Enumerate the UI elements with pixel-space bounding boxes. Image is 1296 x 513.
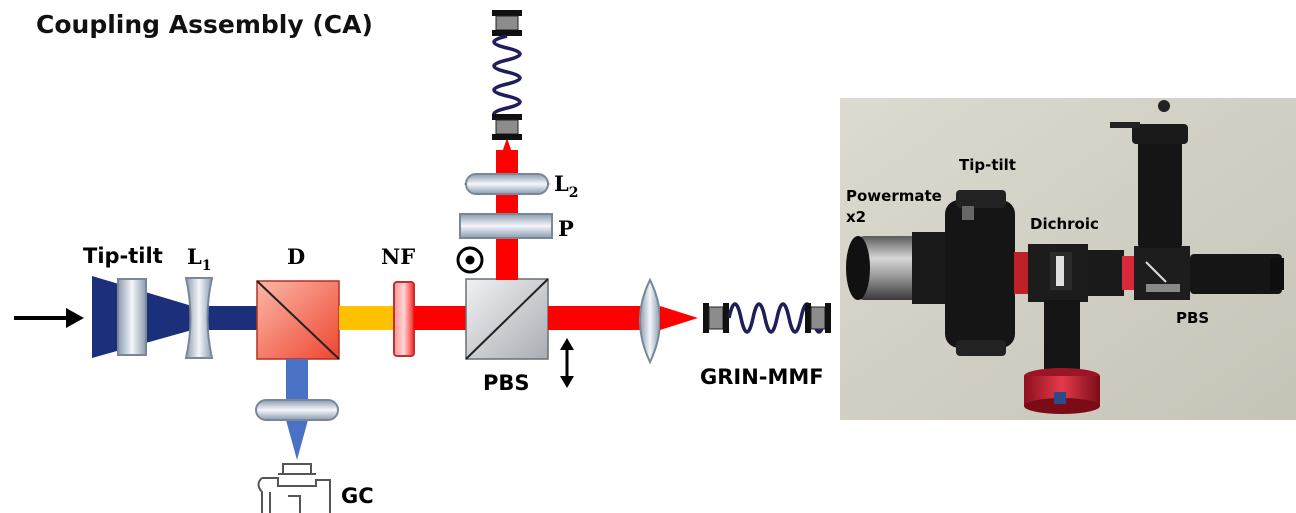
photo-label-powermate: Powermate x2 [846, 187, 947, 226]
guide-camera-gc [257, 463, 331, 513]
label-l2-main: L [554, 171, 569, 196]
fiber-tube-right [1190, 254, 1282, 294]
red-adapter-ring [1014, 252, 1028, 294]
top-knob-arm [1110, 122, 1140, 128]
red-beam-up-focus [496, 138, 518, 170]
input-arrow [14, 308, 84, 328]
yellow-beam [339, 306, 395, 330]
collimated-beam [205, 306, 257, 330]
label-grin-mmf: GRIN-MMF [700, 365, 824, 389]
grin-mmf-fiber [703, 302, 831, 334]
red-beam-to-fiber [548, 306, 643, 330]
photo-label-tip-tilt: Tip-tilt [959, 156, 1016, 174]
pbs-cube [465, 278, 549, 360]
label-l1-sub: 1 [202, 258, 212, 274]
label-l2: L2 [554, 171, 579, 201]
polarizer-p [459, 213, 553, 239]
label-l1-main: L [187, 244, 202, 269]
label-tip-tilt: Tip-tilt [83, 244, 163, 268]
red-beam-to-pbs [414, 306, 466, 330]
gc-beam-down [286, 359, 308, 409]
label-l2-sub: 2 [569, 185, 579, 201]
dichroic-housing [1028, 244, 1088, 302]
fiber-coupling-lens [639, 277, 661, 365]
label-d: D [287, 244, 305, 269]
camera-tube [1044, 300, 1080, 372]
label-p: P [558, 216, 574, 241]
label-pbs: PBS [483, 371, 530, 395]
vertical-tube [1138, 140, 1182, 248]
photo-label-powermate-line1: Powermate [846, 187, 942, 205]
fiber-connector-left [703, 303, 729, 333]
fiber-connector-bottom [492, 114, 522, 140]
fiber-connector-right [805, 303, 831, 333]
lens-gc [255, 399, 339, 421]
powermate-tube [846, 232, 952, 304]
photo-label-dichroic: Dichroic [1030, 215, 1099, 233]
fiber-connector-top [492, 10, 522, 36]
label-nf: NF [381, 244, 415, 269]
vertical-fiber [492, 10, 522, 140]
red-beam-focus [660, 306, 698, 330]
tip-tilt-mount [945, 190, 1015, 356]
fiber-tube-tip [1270, 258, 1284, 290]
polarization-out-of-plane-icon [456, 246, 484, 274]
vertical-tube-top [1132, 124, 1188, 144]
camera-usb-port [1054, 392, 1066, 404]
pbs-housing [1134, 246, 1190, 300]
label-l1: L1 [187, 244, 212, 274]
photo-label-pbs: PBS [1176, 309, 1209, 327]
notch-filter-nf [393, 281, 415, 357]
camera-bottom [1024, 398, 1100, 414]
red-ring-2 [1122, 256, 1136, 290]
figure-title: Coupling Assembly (CA) [36, 10, 373, 39]
lens-l2-body [465, 173, 549, 195]
hardware-photo: Powermate x2 Tip-tilt Dichroic PBS [840, 98, 1296, 420]
dichroic-cube-d [256, 280, 340, 360]
photo-label-powermate-line2: x2 [846, 208, 866, 226]
double-arrow-icon [560, 338, 574, 388]
tip-tilt-mirror [117, 278, 147, 356]
gc-beam-focus [286, 420, 308, 460]
label-gc: GC [341, 484, 374, 508]
lens-l1 [184, 277, 214, 359]
tube-to-pbs [1088, 250, 1124, 296]
top-knob-icon [1158, 100, 1170, 112]
